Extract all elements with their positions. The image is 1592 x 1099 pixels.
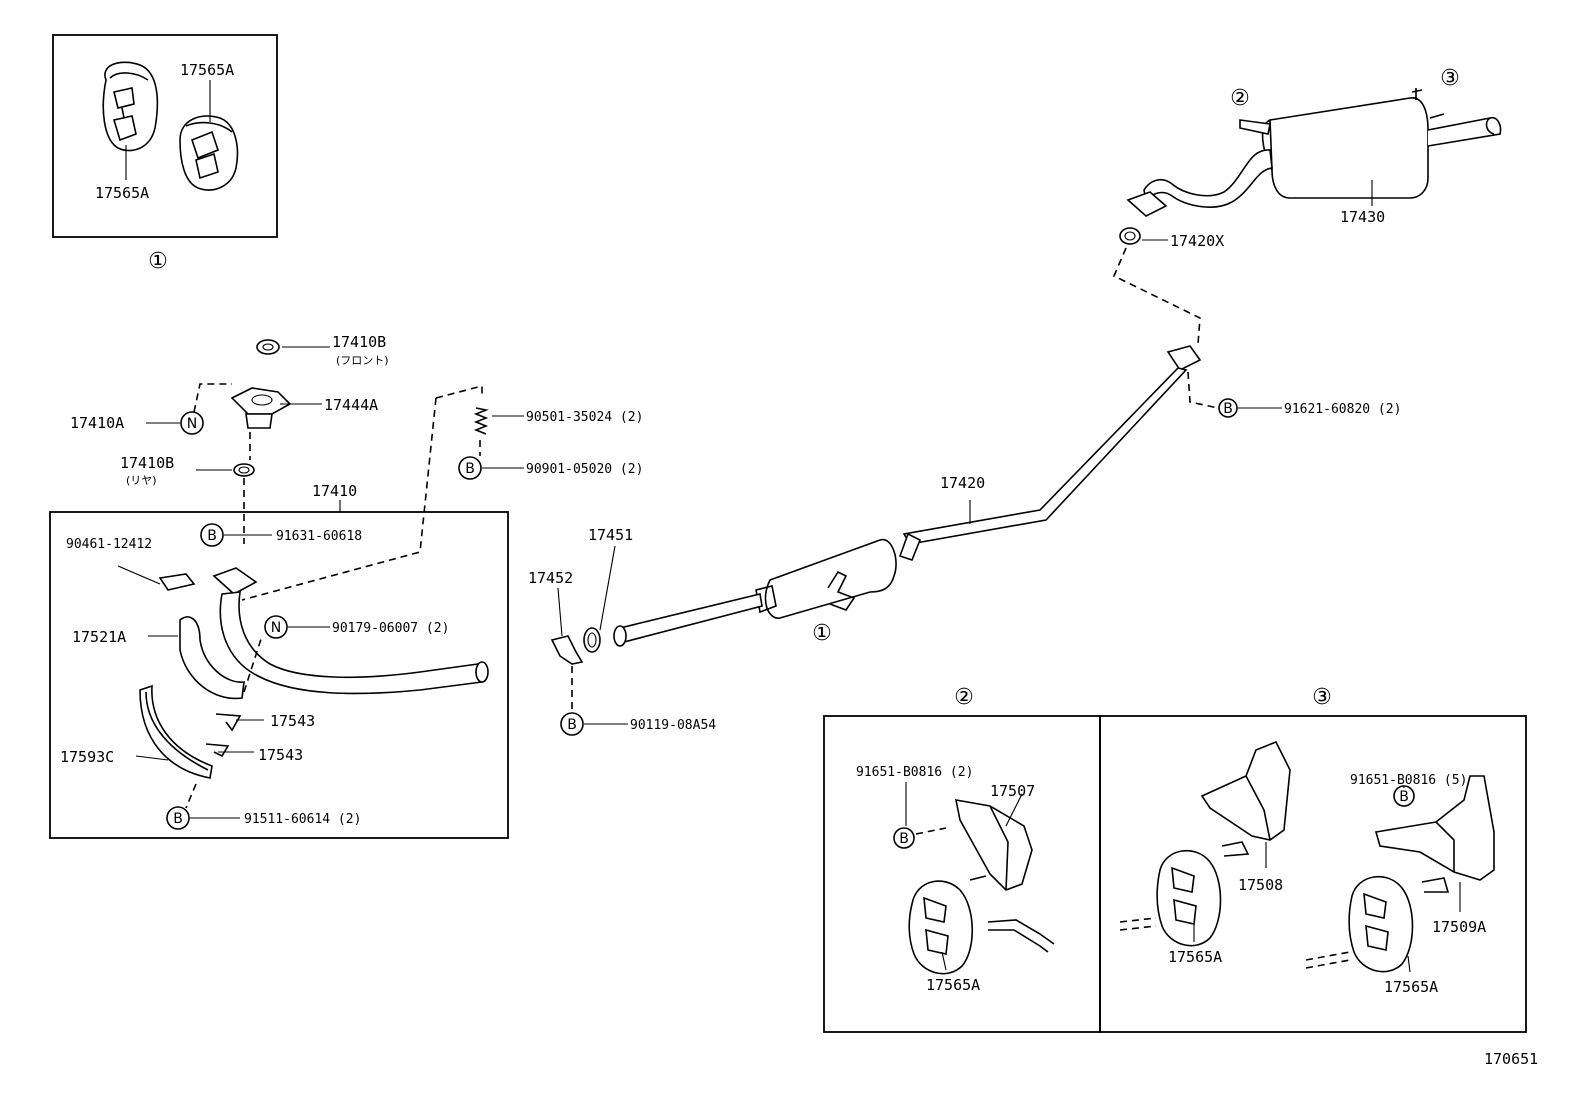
label-90501-35024: 90501-35024 (2) bbox=[526, 410, 643, 425]
gasket-17420X bbox=[1119, 227, 1141, 245]
label-17420X: 17420X bbox=[1170, 232, 1224, 250]
front-exhaust-pipe bbox=[212, 567, 489, 695]
bracket-17509A bbox=[1374, 775, 1495, 893]
label-17452: 17452 bbox=[528, 569, 573, 587]
label-91511-60614: 91511-60614 (2) bbox=[244, 812, 361, 827]
label-17565A-top: 17565A bbox=[180, 61, 234, 79]
label-90901-05020: 90901-05020 (2) bbox=[526, 462, 643, 477]
heat-shield-17521A bbox=[179, 616, 245, 700]
label-17565A-3b: 17565A bbox=[1384, 978, 1438, 996]
svg-text:B: B bbox=[1399, 789, 1409, 805]
heat-shield-17593C bbox=[139, 684, 213, 779]
B-callout-90901 bbox=[458, 456, 482, 480]
bracket-17507 bbox=[954, 799, 1033, 891]
detail-box-3: ③ 17508 17565A 91651-B0816 (5) B 17509A bbox=[1099, 685, 1527, 1033]
detail-3-marker: ③ bbox=[1312, 685, 1332, 710]
svg-text:B: B bbox=[207, 528, 217, 544]
label-17508: 17508 bbox=[1238, 876, 1283, 894]
label-17410B-front: 17410B bbox=[332, 333, 386, 351]
B-callout-91511 bbox=[166, 806, 190, 830]
detail-2-marker: ② bbox=[954, 685, 974, 710]
label-17543-lower: 17543 bbox=[258, 746, 303, 764]
B-callout-91631 bbox=[200, 523, 224, 547]
bracket-17543-lower bbox=[205, 743, 230, 758]
spring-90501 bbox=[473, 407, 489, 435]
detail-box-2: ② 91651-B0816 (2) B 17507 17565A bbox=[823, 685, 1101, 1033]
label-rear-note: (リヤ) bbox=[126, 474, 157, 487]
label-17420: 17420 bbox=[940, 474, 985, 492]
label-17430: 17430 bbox=[1340, 208, 1385, 226]
label-17509A: 17509A bbox=[1432, 918, 1486, 936]
label-90461-12412: 90461-12412 bbox=[66, 537, 152, 552]
svg-text:N: N bbox=[187, 416, 197, 432]
bracket-17543-upper bbox=[215, 713, 242, 732]
front-pipe-box: 17410 B 91631-60618 90461-12412 N 90179-… bbox=[49, 384, 509, 839]
label-17543-upper: 17543 bbox=[270, 712, 315, 730]
svg-text:B: B bbox=[1223, 401, 1233, 417]
label-17444A: 17444A bbox=[324, 396, 378, 414]
tail-pipe-muffler bbox=[1126, 88, 1502, 217]
svg-text:B: B bbox=[173, 811, 183, 827]
B-callout-90119 bbox=[560, 712, 584, 736]
clamp-90461 bbox=[158, 573, 196, 591]
bracket-17508 bbox=[1200, 740, 1291, 857]
clamp-17452 bbox=[550, 635, 584, 665]
detail-1-marker: ① bbox=[148, 249, 168, 274]
figure-number: 170651 bbox=[1484, 1050, 1538, 1068]
label-front-note: (フロント) bbox=[336, 354, 389, 367]
N-callout-90179 bbox=[264, 615, 288, 639]
detail-1-marker-pipe: ① bbox=[812, 621, 832, 646]
N-callout-17410A bbox=[180, 411, 204, 435]
rubber-hanger-right bbox=[179, 115, 239, 191]
center-exhaust-pipe bbox=[613, 345, 1202, 647]
svg-text:B: B bbox=[899, 831, 909, 847]
B-callout-91651-5 bbox=[1393, 785, 1415, 807]
rubber-hanger-3a bbox=[1156, 849, 1222, 947]
svg-text:B: B bbox=[465, 461, 475, 477]
label-91631-60618: 91631-60618 bbox=[276, 529, 362, 544]
rubber-hanger-3b bbox=[1348, 875, 1414, 973]
gasket-17451 bbox=[583, 627, 601, 653]
label-17565A-2: 17565A bbox=[926, 976, 980, 994]
label-90179-06007: 90179-06007 (2) bbox=[332, 621, 449, 636]
label-17565A-3a: 17565A bbox=[1168, 948, 1222, 966]
B-callout-91621 bbox=[1218, 398, 1238, 418]
svg-text:N: N bbox=[271, 620, 281, 636]
label-17565A-bottom: 17565A bbox=[95, 184, 149, 202]
gasket-17410B-rear bbox=[233, 463, 255, 477]
label-17451: 17451 bbox=[588, 526, 633, 544]
label-17410: 17410 bbox=[312, 482, 357, 500]
gasket-17410B-front bbox=[256, 339, 280, 355]
label-91621-60820: 91621-60820 (2) bbox=[1284, 402, 1401, 417]
detail-box-1: 17565A 17565A bbox=[52, 34, 278, 238]
svg-text:B: B bbox=[567, 717, 577, 733]
rubber-hanger-left bbox=[102, 61, 159, 152]
label-91651-B0816-2: 91651-B0816 (2) bbox=[856, 765, 973, 780]
label-17410B-rear: 17410B bbox=[120, 454, 174, 472]
label-17593C: 17593C bbox=[60, 748, 114, 766]
detail-3-marker-top: ③ bbox=[1440, 66, 1460, 91]
label-17507: 17507 bbox=[990, 782, 1035, 800]
B-callout-91651-2 bbox=[893, 827, 915, 849]
label-17521A: 17521A bbox=[72, 628, 126, 646]
flange-17444A bbox=[230, 387, 292, 429]
label-90119-08A54: 90119-08A54 bbox=[630, 718, 716, 733]
label-17410A: 17410A bbox=[70, 414, 124, 432]
rubber-hanger-2 bbox=[908, 880, 974, 975]
label-91651-B0816-5: 91651-B0816 (5) bbox=[1350, 773, 1467, 788]
detail-2-marker-top: ② bbox=[1230, 86, 1250, 111]
